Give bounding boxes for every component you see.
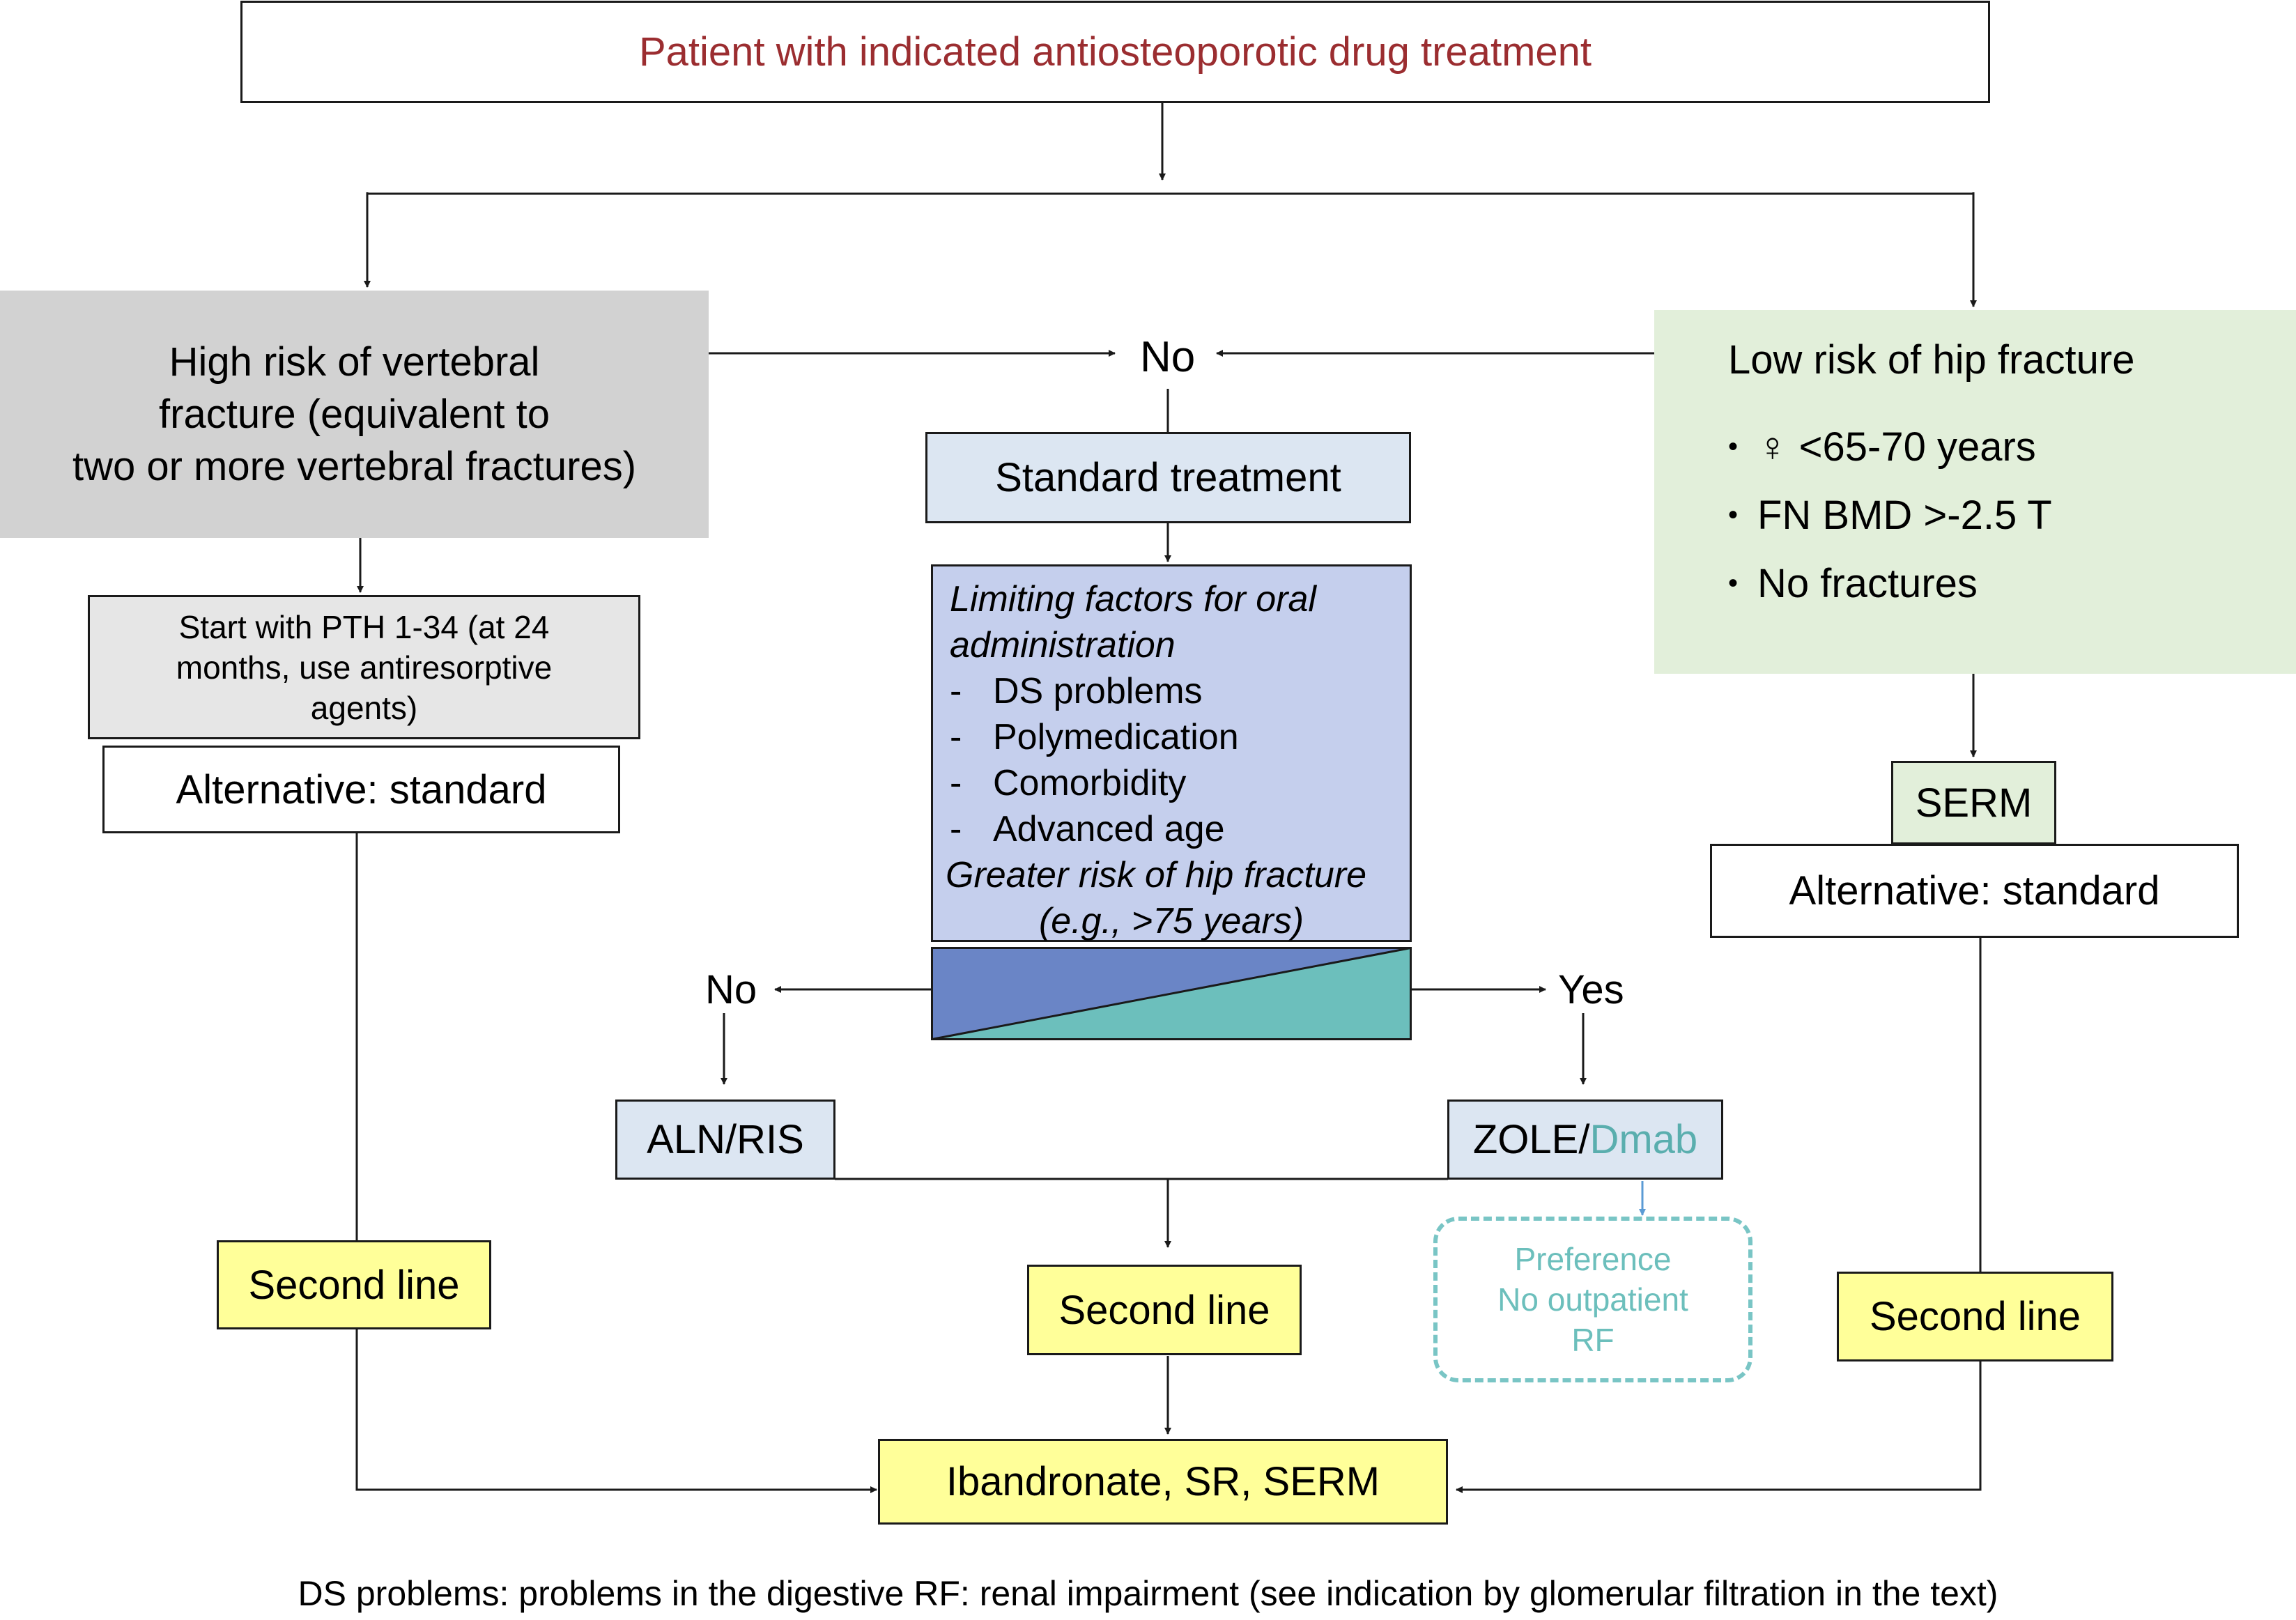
pth-start-box: Start with PTH 1-34 (at 24 months, use a… xyxy=(88,595,640,739)
low-risk-hip-box: Low risk of hip fracture • ♀ <65-70 year… xyxy=(1654,310,2296,674)
criterion-item: • FN BMD >-2.5 T xyxy=(1728,481,2052,549)
center-second-line-box: Second line xyxy=(1027,1265,1302,1355)
factor-dash: - xyxy=(950,671,962,711)
footnote: DS problems: problems in the digestive R… xyxy=(298,1574,1998,1613)
criterion-bullet: • xyxy=(1728,499,1739,530)
center-second-line-label: Second line xyxy=(1058,1287,1270,1333)
high-risk-line-1: High risk of vertebral xyxy=(169,339,540,385)
factor-item: - DS problems xyxy=(950,668,1203,714)
pth-line-3: agents) xyxy=(310,689,418,726)
left-second-line-box: Second line xyxy=(217,1240,491,1329)
criterion-item: • ♀ <65-70 years xyxy=(1728,412,2036,481)
aln-ris-label: ALN/RIS xyxy=(647,1117,804,1162)
standard-treatment-label: Standard treatment xyxy=(995,455,1341,500)
criterion-bullet: • xyxy=(1728,567,1739,599)
arrow-right-to-final xyxy=(1456,1361,1982,1493)
factor-advanced-age: Advanced age xyxy=(993,809,1225,849)
dmab-label: Dmab xyxy=(1589,1117,1698,1162)
standard-treatment-box: Standard treatment xyxy=(925,432,1411,523)
high-risk-line-2: fracture (equivalent to xyxy=(159,392,550,437)
factor-dash: - xyxy=(950,809,962,849)
left-second-line-label: Second line xyxy=(248,1262,460,1308)
factor-dash: - xyxy=(950,717,962,757)
factor-comorbidity: Comorbidity xyxy=(993,763,1187,803)
factor-item: - Comorbidity xyxy=(950,760,1186,806)
criterion-no-fractures: No fractures xyxy=(1757,560,1978,606)
aln-ris-box: ALN/RIS xyxy=(615,1100,835,1180)
criterion-bullet: • xyxy=(1728,431,1739,462)
factor-ds-problems: DS problems xyxy=(993,671,1203,711)
merge-no-label: No xyxy=(1140,333,1196,381)
patient-title: Patient with indicated antiosteoporotic … xyxy=(638,29,1592,75)
right-alternative-box: Alternative: standard xyxy=(1710,844,2239,938)
limiting-title-line-1: Limiting factors for oral xyxy=(950,579,1316,619)
zole-label: ZOLE/ xyxy=(1472,1117,1590,1162)
serm-label: SERM xyxy=(1915,780,2033,826)
limiting-title-line-2: administration xyxy=(950,625,1176,665)
preference-line-3: RF xyxy=(1571,1322,1615,1358)
criterion-item: • No fractures xyxy=(1728,549,1978,617)
limiting-factors-box: Limiting factors for oral administration… xyxy=(931,564,1412,942)
gauge-border xyxy=(931,947,1412,1040)
factor-polymedication: Polymedication xyxy=(993,717,1239,757)
criterion-age: ♀ <65-70 years xyxy=(1757,424,2036,470)
serm-box: SERM xyxy=(1891,761,2056,844)
pth-line-2: months, use antiresorptive xyxy=(176,649,553,686)
final-treatment-label: Ibandronate, SR, SERM xyxy=(946,1459,1380,1504)
arrow-left-to-final xyxy=(355,1329,877,1493)
branch-yes-label: Yes xyxy=(1558,967,1624,1012)
left-alternative-label: Alternative: standard xyxy=(176,766,547,812)
factor-item: - Advanced age xyxy=(950,806,1225,852)
high-risk-vertebral-box: High risk of vertebral fracture (equival… xyxy=(0,291,709,538)
right-alternative-label: Alternative: standard xyxy=(1789,868,2160,913)
criterion-bmd: FN BMD >-2.5 T xyxy=(1757,492,2052,538)
patient-title-box: Patient with indicated antiosteoporotic … xyxy=(240,1,1990,103)
final-treatment-box: Ibandronate, SR, SERM xyxy=(878,1439,1448,1525)
left-alternative-box: Alternative: standard xyxy=(102,746,620,833)
right-second-line-box: Second line xyxy=(1837,1272,2113,1361)
splitter-line xyxy=(366,192,1975,221)
factor-dash: - xyxy=(950,763,962,803)
high-risk-line-3: two or more vertebral fractures) xyxy=(72,444,637,489)
preference-box: Preference No outpatient RF xyxy=(1433,1217,1752,1382)
right-second-line-label: Second line xyxy=(1869,1294,2081,1339)
pth-line-1: Start with PTH 1-34 (at 24 xyxy=(178,608,550,645)
zole-dmab-box: ZOLE/Dmab xyxy=(1447,1100,1723,1180)
branch-no-label: No xyxy=(705,967,757,1012)
gauge-diagonal xyxy=(932,947,1411,1040)
low-risk-title: Low risk of hip fracture xyxy=(1728,337,2135,383)
risk-gauge xyxy=(931,947,1412,1040)
hip-risk-line-2: (e.g., >75 years) xyxy=(1038,901,1304,941)
factor-item: - Polymedication xyxy=(950,714,1239,760)
preference-line-1: Preference xyxy=(1514,1241,1672,1277)
preference-line-2: No outpatient xyxy=(1497,1281,1688,1318)
hip-risk-line-1: Greater risk of hip fracture xyxy=(946,855,1366,895)
